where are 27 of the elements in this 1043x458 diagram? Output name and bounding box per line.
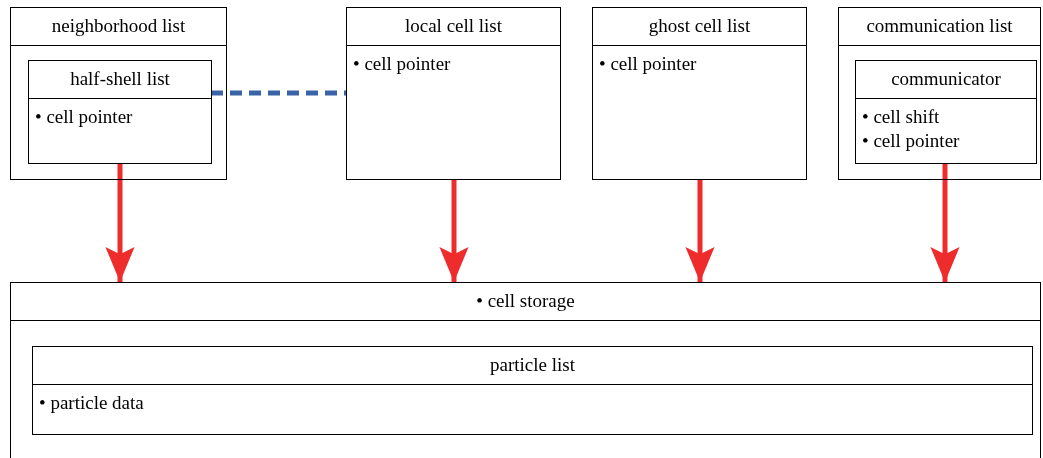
list-box xyxy=(10,282,1041,458)
list-box xyxy=(32,346,1033,435)
arrow xyxy=(685,180,715,282)
list-title: communicator xyxy=(856,61,1036,99)
list-item: • cell pointer xyxy=(599,52,697,76)
list-item: • cell pointer xyxy=(862,129,960,153)
list-box xyxy=(592,7,807,180)
list-item: • cell pointer xyxy=(353,52,451,76)
list-title: local cell list xyxy=(347,8,560,46)
list-item: • particle data xyxy=(39,391,144,415)
list-item: • cell pointer xyxy=(35,105,133,129)
list-title: communication list xyxy=(839,8,1040,46)
arrow xyxy=(930,163,960,282)
list-title: particle list xyxy=(33,347,1032,385)
list-box xyxy=(28,60,212,164)
list-box xyxy=(838,7,1041,180)
list-title: • cell storage xyxy=(11,283,1040,321)
list-title: ghost cell list xyxy=(593,8,806,46)
dashed-connector xyxy=(211,90,346,96)
list-item: • cell shift xyxy=(862,105,940,129)
arrow xyxy=(105,163,135,282)
list-box xyxy=(10,7,227,180)
list-title: neighborhood list xyxy=(11,8,226,46)
list-title: half-shell list xyxy=(29,61,211,99)
list-box xyxy=(855,60,1037,164)
arrow xyxy=(439,180,469,282)
list-box xyxy=(346,7,561,180)
